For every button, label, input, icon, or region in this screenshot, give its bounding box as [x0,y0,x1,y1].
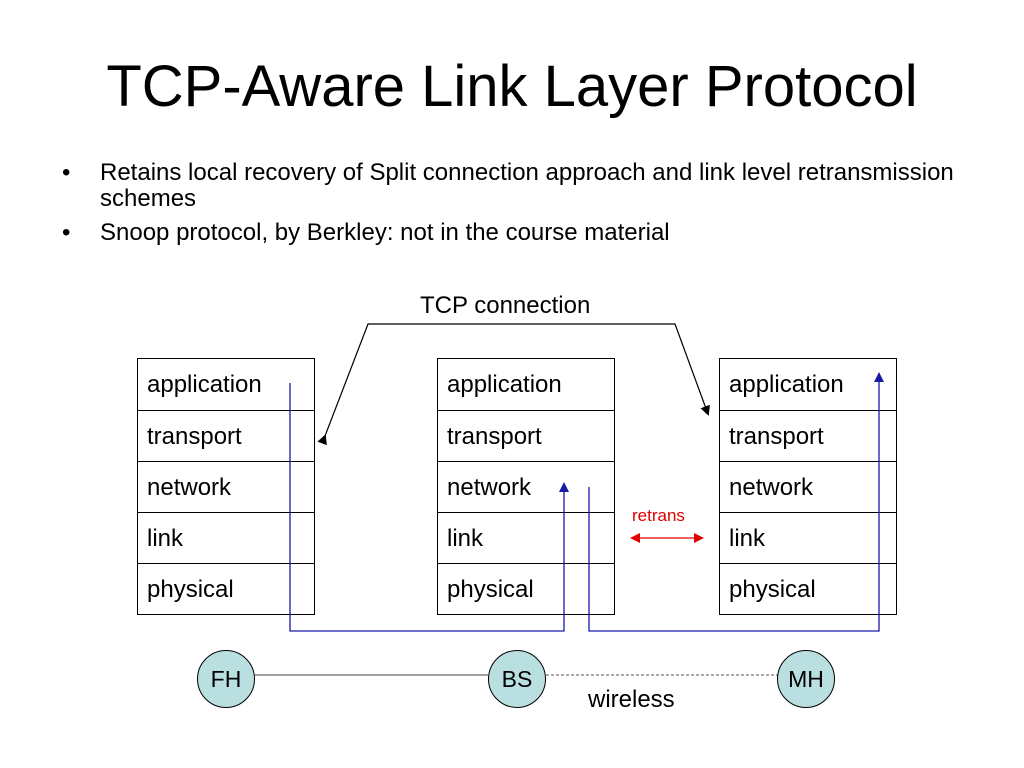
bullet-item: Retains local recovery of Split connecti… [62,160,962,212]
stack-layer-network: network [138,461,314,512]
stack-layer-application: application [447,371,562,398]
stack-layer-physical: physical [438,563,614,614]
bullet-item: Snoop protocol, by Berkley: not in the c… [62,220,962,247]
stack-layer-application: application [147,371,262,398]
node-bs: BS [488,650,546,708]
node-fh: FH [197,650,255,708]
node-mh: MH [777,650,835,708]
stack-layer-link: link [720,512,896,563]
stack-layer-network: network [438,461,614,512]
slide-title: TCP-Aware Link Layer Protocol [106,54,918,119]
stack-layer-physical: physical [720,563,896,614]
stack-layer-transport: transport [138,410,314,461]
stack-layer-transport: transport [720,410,896,461]
stack-layer-physical: physical [138,563,314,614]
protocol-stack-middle: application transport network link physi… [437,358,615,615]
stack-layer-network: network [720,461,896,512]
data-path-bs-to-mh [588,372,884,632]
data-path-fh-to-bs [289,383,569,632]
bullet-list: Retains local recovery of Split connecti… [62,160,962,254]
stack-layer-application: application [729,371,844,398]
tcp-connection-label: TCP connection [420,292,591,319]
protocol-stack-left: application transport network link physi… [137,358,315,615]
stack-layer-link: link [138,512,314,563]
protocol-stack-right: application transport network link physi… [719,358,897,615]
tcp-connection-arrow [317,323,710,446]
stack-layer-link: link [438,512,614,563]
wireless-label: wireless [588,686,675,713]
retrans-label: retrans [632,506,685,525]
